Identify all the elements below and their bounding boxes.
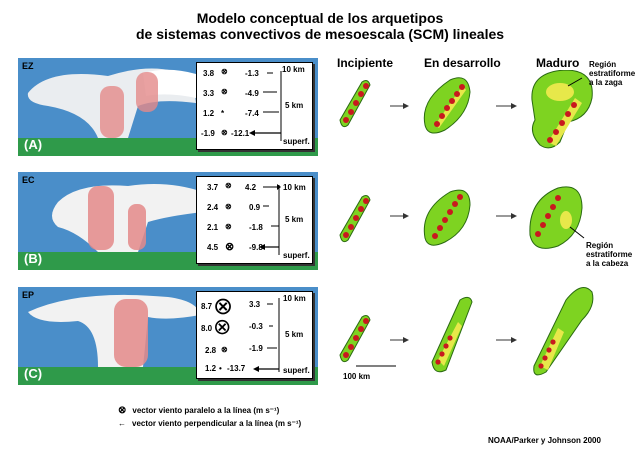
panel-a-letter: (A)	[24, 137, 43, 152]
label-leading-stratiform: Región estratiforme a la cabeza	[586, 241, 633, 268]
panel-c-arrows	[253, 298, 280, 372]
diagram-title-line1: Modelo conceptual de los arquetipos	[196, 10, 444, 26]
panel-b-letter: (B)	[24, 251, 43, 266]
perp-value: 4.2	[245, 183, 257, 192]
panel-b-wind-profile: 3.7 ⊗ 4.2 2.4 ⊗ 0.9 2.1 ⊗ -1.8 4.5 ⊗ -9.…	[196, 176, 313, 264]
column-header-incipient: Incipiente	[337, 56, 394, 70]
parallel-wind-symbol-icon: ⊗	[225, 181, 232, 190]
row-a-incipient	[339, 80, 371, 128]
perp-value: 3.3	[249, 300, 261, 309]
panel-b-arrows	[259, 184, 281, 255]
parallel-wind-symbol-icon: ⊗	[213, 314, 232, 339]
parallel-wind-symbol-icon: ⊗	[225, 241, 235, 253]
legend-parallel: ⊗vector viento paralelo a la línea (m s⁻…	[118, 405, 280, 416]
row-b-mature	[529, 186, 585, 249]
panel-a: EZ (A) 3.8 ⊗ -1.3 3.3 ⊗ -4.9 1.2 * -7.4 …	[18, 58, 318, 156]
parallel-wind-symbol-icon: ⊗	[221, 67, 228, 76]
level-label: superf.	[283, 251, 310, 260]
row-b-incipient	[339, 195, 371, 243]
parallel-value: 8.0	[201, 324, 213, 333]
panel-c: EP (C) 8.7 ⊗ 3.3 8.0 ⊗ -0.3 2.8 ⊗ -1.9 1…	[18, 287, 318, 385]
row-b-developing	[423, 189, 471, 246]
parallel-value: 3.8	[203, 69, 215, 78]
parallel-value: -1.9	[201, 129, 215, 138]
parallel-value: 2.8	[205, 346, 217, 355]
parallel-wind-symbol-icon: ⊗	[118, 405, 127, 416]
column-header-mature: Maduro	[536, 56, 580, 70]
panel-c-letter: (C)	[24, 366, 43, 381]
parallel-wind-symbol-icon: ⊗	[225, 202, 232, 211]
panel-c-wind-profile: 8.7 ⊗ 3.3 8.0 ⊗ -0.3 2.8 ⊗ -1.9 1.2 • -1…	[196, 291, 313, 379]
perp-value: -1.3	[245, 69, 259, 78]
parallel-wind-symbol-icon: ⊗	[221, 87, 228, 96]
credit: NOAA/Parker y Johnson 2000	[488, 436, 601, 445]
scale-label: 100 km	[343, 372, 371, 381]
panel-b-scene	[18, 184, 318, 270]
row-a-developing	[423, 77, 471, 134]
perpendicular-arrow-icon: ←	[118, 419, 126, 428]
legend-perpendicular: ←vector viento perpendicular a la línea …	[118, 419, 302, 428]
parallel-value: 3.7	[207, 183, 219, 192]
perp-value: -12.1	[231, 129, 250, 138]
parallel-value: 3.3	[203, 89, 215, 98]
panel-a-arrows	[249, 71, 282, 141]
label-trailing-stratiform: Región estratiforme a la zaga	[589, 60, 636, 87]
parallel-wind-symbol-icon: ⊗	[225, 222, 232, 231]
row-c-mature	[533, 287, 594, 376]
panel-b-tag: EC	[22, 175, 35, 185]
level-label: superf.	[283, 366, 310, 375]
row-a-mature	[531, 70, 593, 149]
level-label: 10 km	[282, 65, 305, 74]
panel-b: EC (B) 3.7 ⊗ 4.2 2.4 ⊗ 0.9 2.1 ⊗ -1.8 4.…	[18, 172, 318, 270]
parallel-value: 1.2	[205, 364, 217, 373]
perp-value: 0.9	[249, 203, 261, 212]
parallel-value: 8.7	[201, 302, 213, 311]
column-header-developing: En desarrollo	[424, 56, 501, 70]
perp-value: -4.9	[245, 89, 259, 98]
parallel-wind-symbol-icon: *	[221, 109, 225, 118]
parallel-value: 2.4	[207, 203, 219, 212]
row-c-developing	[431, 296, 473, 373]
panel-c-tag: EP	[22, 290, 35, 300]
level-label: superf.	[283, 137, 310, 146]
level-label: 5 km	[285, 330, 304, 339]
parallel-value: 4.5	[207, 243, 219, 252]
row-c-incipient	[339, 315, 371, 363]
level-label: 10 km	[283, 294, 306, 303]
parallel-wind-symbol-icon: ⊗	[221, 128, 228, 137]
perp-value: -9.8	[249, 243, 263, 252]
level-label: 5 km	[285, 101, 304, 110]
perp-value: -13.7	[227, 364, 246, 373]
parallel-wind-symbol-icon: ⊗	[221, 345, 228, 354]
evolution-schematics	[339, 70, 594, 376]
panel-a-tag: EZ	[22, 61, 34, 71]
perp-value: -7.4	[245, 109, 259, 118]
panel-c-scene	[18, 294, 318, 385]
diagram-title-line2: de sistemas convectivos de mesoescala (S…	[135, 26, 505, 42]
parallel-value: 2.1	[207, 223, 219, 232]
level-label: 10 km	[283, 183, 306, 192]
parallel-value: 1.2	[203, 109, 215, 118]
level-label: 5 km	[285, 215, 304, 224]
perp-value: -1.9	[249, 344, 263, 353]
perp-value: -0.3	[249, 322, 263, 331]
perp-value: -1.8	[249, 223, 263, 232]
panel-a-wind-profile: 3.8 ⊗ -1.3 3.3 ⊗ -4.9 1.2 * -7.4 -1.9 ⊗ …	[196, 62, 313, 150]
parallel-wind-symbol-icon: ⊗	[213, 293, 234, 320]
parallel-wind-symbol-icon: •	[219, 364, 222, 373]
